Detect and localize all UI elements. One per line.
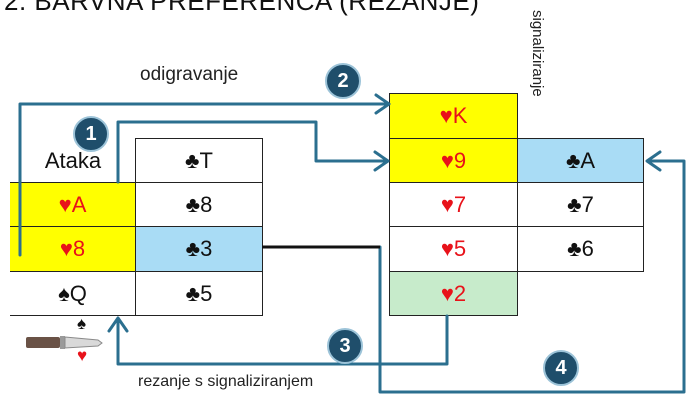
card-spades-q: ♠Q (58, 280, 87, 306)
card-clubs-5: ♣5 (185, 280, 213, 306)
step-badge-3: 3 (327, 328, 363, 364)
card-cell-clubs-3: ♣3 (135, 226, 263, 272)
card-hearts-a: ♥A (58, 191, 87, 217)
knife-icon (24, 318, 104, 368)
arrow-2-path (18, 102, 390, 257)
knife-heart-symbol: ♥ (77, 346, 88, 365)
card-cell-clubs-8: ♣8 (135, 182, 263, 227)
card-hearts-9: ♥9 (440, 147, 467, 173)
knife-drawing (26, 336, 103, 349)
card-clubs-t: ♣T (185, 147, 213, 173)
arrow-4-head (645, 150, 662, 172)
card-cell-hearts-2: ♥2 (389, 271, 518, 316)
card-cell-clubs-6: ♣6 (517, 226, 644, 272)
card-clubs-3: ♣3 (185, 236, 213, 261)
card-cell-clubs-a: ♣A (517, 138, 644, 183)
card-hearts-2: ♥2 (440, 280, 467, 306)
step-badge-2: 2 (325, 63, 361, 99)
card-hearts-k: ♥K (439, 103, 468, 128)
card-clubs-8: ♣8 (185, 191, 213, 217)
card-clubs-7: ♣7 (567, 191, 594, 217)
label-signaliziranje: signaliziranje (529, 10, 546, 97)
knife-spade-symbol: ♠ (77, 314, 87, 333)
card-clubs-6: ♣6 (567, 236, 594, 261)
arrow-3-path (116, 314, 449, 366)
step-badge-4: 4 (543, 350, 579, 386)
card-hearts-8: ♥8 (59, 236, 86, 261)
page-title: 2. BARVNA PREFERENCA (REZANJE) (4, 0, 480, 16)
arrow-4-path (378, 159, 686, 394)
card-cell-clubs-5: ♣5 (135, 271, 263, 316)
step-badge-1: 1 (73, 116, 109, 152)
label-rezanje: rezanje s signaliziranjem (138, 373, 314, 390)
arrow-1-path (116, 120, 389, 184)
card-hearts-5: ♥5 (440, 236, 467, 261)
arrow-1-head (373, 150, 390, 172)
card-hearts-7: ♥7 (440, 191, 467, 217)
arrow-2-head (374, 93, 391, 115)
arrow-3-head (107, 316, 129, 333)
card-clubs-a: ♣A (565, 147, 596, 173)
card-cell-spades-q: ♠Q (10, 271, 136, 316)
label-odigravanje: odigravanje (140, 64, 239, 85)
card-cell-hearts-8: ♥8 (10, 226, 136, 272)
